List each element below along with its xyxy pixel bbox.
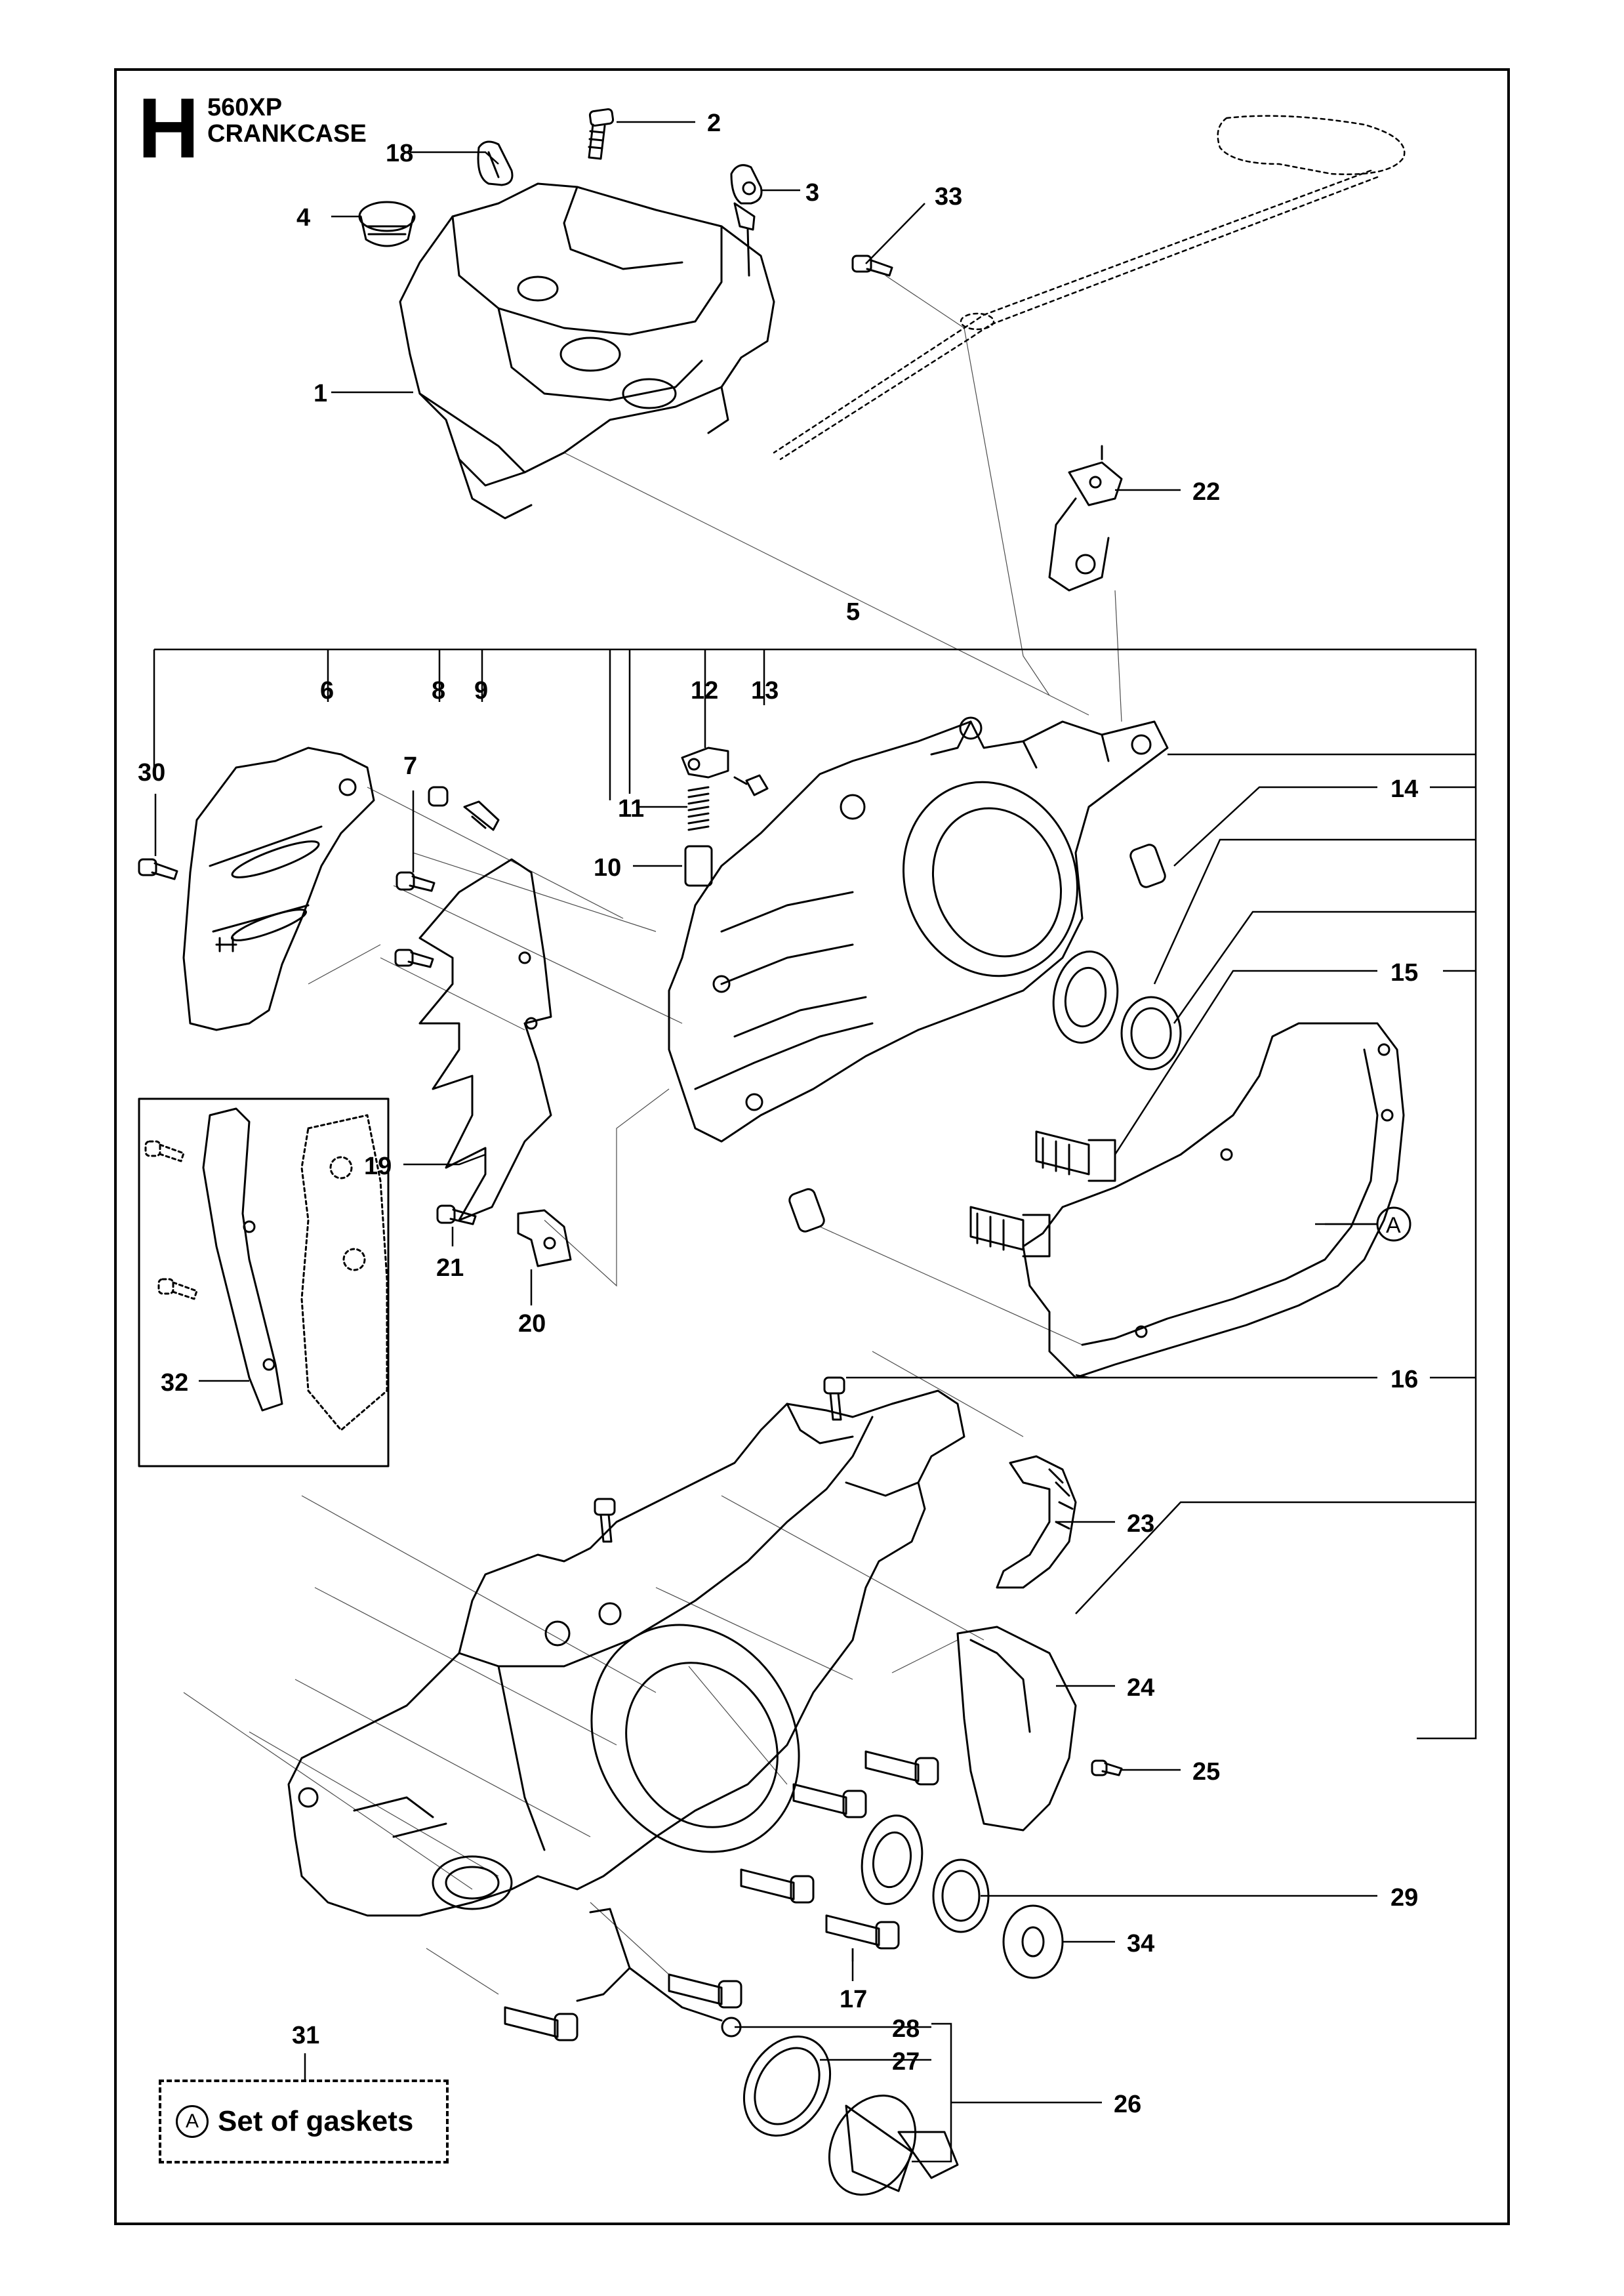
callout-23: 23 [1127,1510,1154,1538]
bearing-upper [1052,951,1119,1044]
legend-marker: A [176,2105,209,2138]
callout-16: 16 [1391,1366,1418,1393]
screw-part-2 [588,108,615,160]
screw-part-30 [138,858,178,880]
screw-part-13 [733,774,769,796]
diagram-title: CRANKCASE [207,120,367,148]
lever-part-12 [681,747,729,779]
seal-part-18 [477,140,514,186]
callout-13: 13 [751,677,779,705]
callout-6: 6 [320,677,334,705]
legend-text: Set of gaskets [218,2105,414,2137]
bolt-lower-4 [668,1973,742,2009]
bolt-part-15 [1035,1130,1116,1182]
inset-box-part-32 [138,1097,390,1467]
callout-7: 7 [403,752,417,780]
buffer-part-10 [684,845,713,887]
callout-20: 20 [518,1310,546,1338]
washer-part-34 [1002,1904,1064,1979]
screw-part-7 [396,871,436,892]
oil-pump-part-26 [828,2095,959,2196]
callout-8: 8 [432,677,445,705]
callout-27: 27 [892,2048,920,2076]
ghost-handle-reference [773,115,1406,461]
callout-1: 1 [314,380,327,407]
callout-19: 19 [364,1153,392,1180]
callout-32: 32 [161,1369,188,1397]
callout-14: 14 [1391,775,1418,803]
spike-bumper-part-19 [418,858,552,1221]
seal-part-27 [742,2036,832,2137]
gasket-marker-letter: A [1386,1213,1401,1238]
callout-4: 4 [296,204,310,232]
bolt-lower-5 [504,2006,579,2041]
gasket-part-16 [1022,1022,1405,1379]
cover-part-24 [956,1626,1077,1832]
bracket-part-22 [1048,445,1123,592]
chain-catcher-part-20 [517,1209,572,1267]
callout-28: 28 [892,2015,920,2043]
callout-2: 2 [707,110,721,137]
callout-18: 18 [386,140,413,167]
tensioner-screw-part-9 [463,800,500,831]
callout-30: 30 [138,759,165,787]
cap-part-4 [358,201,416,247]
nut-part-8 [428,786,449,807]
callout-11: 11 [618,795,644,823]
seal-upper [1120,996,1182,1071]
gasket-set-legend: A Set of gaskets [159,2080,449,2163]
callout-25: 25 [1192,1758,1220,1786]
brake-band-part-23 [996,1455,1077,1589]
callout-17: 17 [840,1986,867,2013]
callout-12: 12 [691,677,718,705]
bolt-lower-3 [740,1868,815,1904]
crankcase-upper-housing [399,182,775,520]
bolt-part-17 [825,1914,900,1950]
section-letter: H [138,80,199,176]
callout-33: 33 [935,183,962,211]
callout-34: 34 [1127,1930,1154,1958]
screw-lower-mid [594,1498,616,1543]
bolt-lower-2 [792,1783,867,1818]
screw-part-33 [851,255,893,277]
gasket-set-marker: A [1325,1206,1411,1242]
switch-part-3 [730,164,763,277]
callout-leader-lines [153,121,1477,2163]
chain-guard-part-6 [182,747,375,1031]
bearing-lower [861,1814,924,1905]
callout-3: 3 [805,179,819,207]
seal-lower-part-29 [932,1858,990,1933]
bushing-part-14 [1129,844,1166,888]
callout-31: 31 [292,2022,319,2049]
callout-labels: 1 2 3 4 5 6 7 8 9 10 11 12 13 14 15 16 1… [138,110,1418,2118]
callout-15: 15 [1391,959,1418,987]
screw-part-21 [436,1204,477,1225]
diagram-frame [114,68,1510,2225]
callout-29: 29 [1391,1884,1418,1912]
callout-21: 21 [436,1254,464,1282]
lever-wire [576,1908,742,2038]
callout-24: 24 [1127,1674,1154,1702]
callout-9: 9 [474,677,488,705]
crankcase-lower-half [287,1389,965,1917]
model-name: 560XP [207,94,283,121]
crankcase-middle-section [668,716,1169,1143]
screw-spike-upper [394,949,434,968]
spring-part-11 [687,786,710,831]
callout-10: 10 [594,854,621,882]
callout-22: 22 [1192,478,1220,506]
screw-lower-top [823,1376,845,1421]
bushing-lower [788,1188,825,1233]
callout-26: 26 [1114,2091,1141,2118]
inset-contents [144,1107,388,1431]
bolt-lower-middle [969,1206,1051,1258]
callout-5: 5 [846,598,860,626]
projection-lines [183,275,1122,1995]
bolt-lower-1 [864,1750,939,1786]
screw-part-25 [1091,1759,1123,1776]
